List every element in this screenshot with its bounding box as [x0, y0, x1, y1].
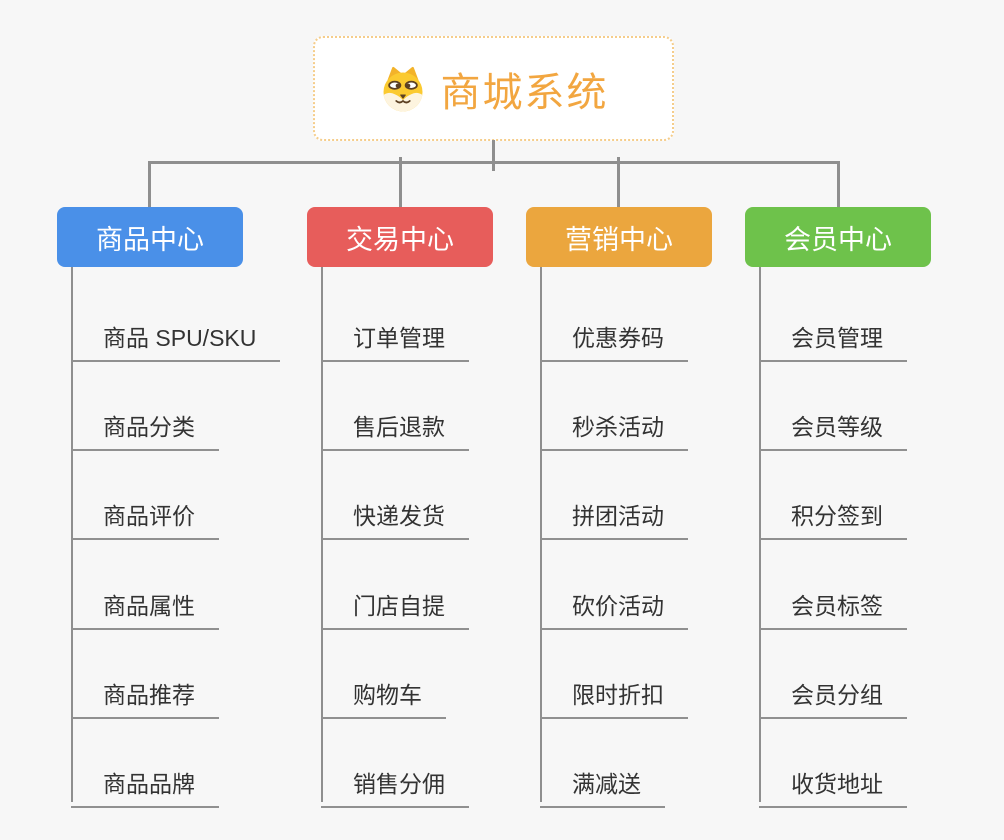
leaf-item[interactable]: 优惠券码	[540, 311, 688, 362]
leaf-item[interactable]: 积分签到	[759, 489, 907, 540]
branch-trunk-member-center	[759, 267, 761, 802]
connector-bus	[148, 161, 840, 164]
leaf-item[interactable]: 砍价活动	[540, 579, 688, 630]
connector-drop-member-center	[837, 161, 840, 207]
leaf-item[interactable]: 售后退款	[321, 400, 469, 451]
connector-drop-trade-center	[399, 157, 402, 207]
leaf-item[interactable]: 商品属性	[71, 579, 219, 630]
leaf-item[interactable]: 商品分类	[71, 400, 219, 451]
leaf-item[interactable]: 商品 SPU/SKU	[71, 311, 281, 362]
leaf-item[interactable]: 销售分佣	[321, 757, 469, 808]
leaf-item[interactable]: 收货地址	[759, 757, 907, 808]
leaf-item[interactable]: 购物车	[321, 668, 446, 719]
connector-drop-product-center	[148, 161, 151, 207]
leaf-item[interactable]: 商品品牌	[71, 757, 219, 808]
connector-root-stub	[492, 140, 495, 171]
leaf-item[interactable]: 拼团活动	[540, 489, 688, 540]
connector-drop-marketing-center	[617, 157, 620, 207]
branch-trunk-trade-center	[321, 267, 323, 802]
leaf-item[interactable]: 快递发货	[321, 489, 469, 540]
branch-header-trade-center[interactable]: 交易中心	[307, 207, 493, 267]
leaf-item[interactable]: 会员等级	[759, 400, 907, 451]
leaf-item[interactable]: 商品推荐	[71, 668, 219, 719]
root-node[interactable]: 商城系统	[313, 36, 674, 141]
branch-trunk-product-center	[71, 267, 73, 802]
leaf-item[interactable]: 会员标签	[759, 579, 907, 630]
root-title: 商城系统	[440, 70, 609, 115]
leaf-item[interactable]: 订单管理	[321, 311, 469, 362]
dog-face-icon	[379, 65, 427, 113]
leaf-item[interactable]: 会员管理	[759, 311, 907, 362]
branch-trunk-marketing-center	[540, 267, 542, 802]
branch-header-marketing-center[interactable]: 营销中心	[526, 207, 712, 267]
leaf-item[interactable]: 会员分组	[759, 668, 907, 719]
leaf-item[interactable]: 秒杀活动	[540, 400, 688, 451]
branch-header-product-center[interactable]: 商品中心	[57, 207, 243, 267]
leaf-item[interactable]: 商品评价	[71, 489, 219, 540]
leaf-item[interactable]: 限时折扣	[540, 668, 688, 719]
leaf-item[interactable]: 满减送	[540, 757, 665, 808]
leaf-item[interactable]: 门店自提	[321, 579, 469, 630]
branch-header-member-center[interactable]: 会员中心	[745, 207, 931, 267]
